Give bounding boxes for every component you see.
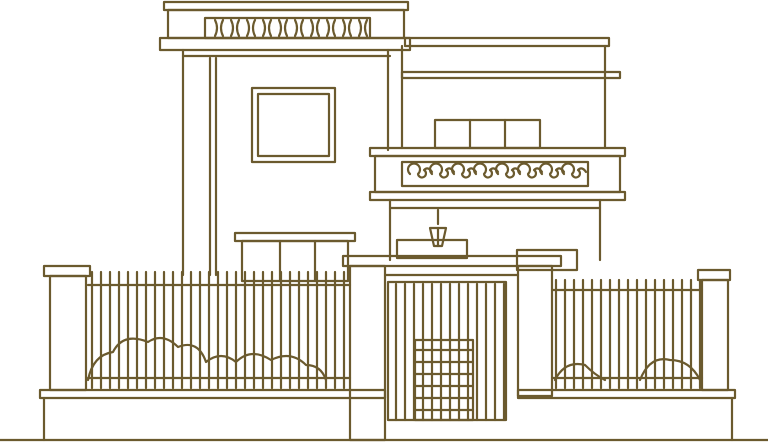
baluster (277, 18, 289, 38)
roof-parapet (158, 0, 412, 52)
lower-wall (388, 198, 602, 272)
shrubs (86, 336, 702, 382)
fence-base (0, 388, 768, 442)
scroll (472, 162, 500, 179)
baluster (229, 18, 241, 38)
baluster (325, 18, 337, 38)
scroll (560, 162, 588, 179)
right-fence (550, 278, 704, 390)
scroll (428, 162, 456, 179)
baluster (341, 18, 353, 38)
balustrade (213, 18, 369, 38)
baluster (245, 18, 257, 38)
right-block (400, 36, 622, 150)
baluster (357, 18, 369, 38)
baluster (213, 18, 225, 38)
gate[interactable] (386, 280, 508, 422)
baluster (293, 18, 305, 38)
lantern-icon (428, 208, 448, 248)
baluster (309, 18, 321, 38)
scroll (494, 162, 522, 179)
baluster (261, 18, 273, 38)
left-fence (86, 270, 352, 390)
scroll (516, 162, 544, 179)
scroll (538, 162, 566, 179)
balcony-railing-scrollwork (406, 162, 588, 179)
gate-pillars (341, 254, 563, 442)
scroll (406, 162, 434, 179)
left-fence-pillar (42, 264, 92, 392)
ground-window (233, 231, 357, 283)
scroll (450, 162, 478, 179)
tower-wall (181, 48, 392, 277)
right-fence-pillar (696, 268, 732, 392)
tower-window (250, 86, 337, 164)
balcony (368, 146, 627, 202)
